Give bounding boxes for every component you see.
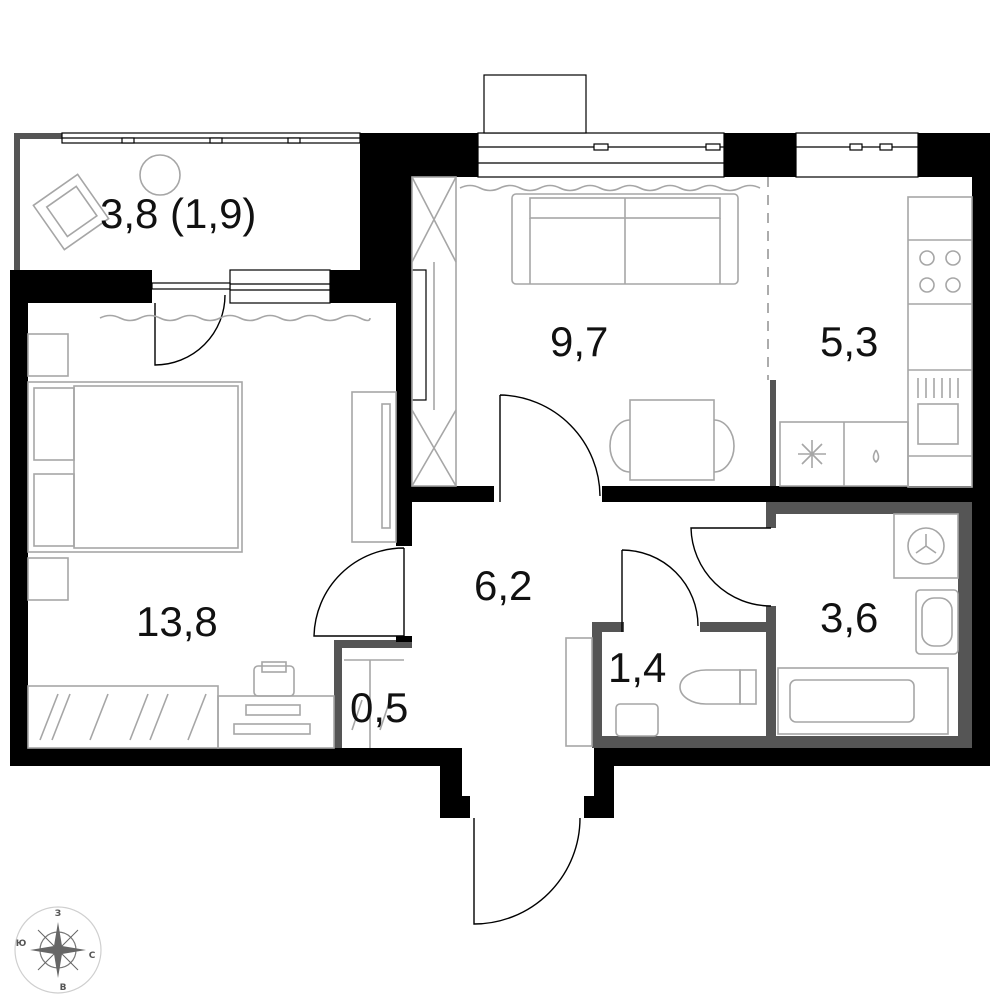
room-label-toilet: 1,4	[608, 644, 666, 691]
interior-walls	[334, 300, 990, 748]
compass-south-letter: В	[60, 983, 67, 993]
room-label-bathroom: 3,6	[820, 594, 878, 641]
toilet-icon	[679, 669, 757, 705]
office-chair-icon	[253, 665, 295, 697]
compass-north-letter: З	[55, 909, 61, 919]
dining-table-icon	[609, 399, 735, 481]
room-label-hall: 6,2	[474, 562, 532, 609]
living-curtain-icon	[459, 184, 761, 192]
desk-icon	[217, 695, 335, 749]
room-labels: 3,8 (1,9) 9,7 5,3 13,8 6,2 3,6 1,4 0,5	[100, 190, 878, 731]
balcony-door	[154, 294, 226, 366]
small-sink-icon	[615, 703, 659, 737]
armchair-icon	[32, 173, 110, 251]
entry-door	[473, 817, 581, 925]
room-label-balcony: 3,8 (1,9)	[100, 190, 256, 237]
living-wardrobe-icon	[411, 176, 457, 487]
closet-shelves	[344, 659, 404, 748]
wardrobe-icon	[27, 685, 219, 749]
kitchen-counter-icon	[779, 196, 973, 488]
bedroom-door	[313, 547, 405, 637]
hall-shelf-icon	[565, 637, 593, 747]
room-label-kitchen: 5,3	[820, 318, 878, 365]
washing-machine-icon	[893, 513, 959, 579]
doors	[154, 294, 772, 925]
round-table-icon	[139, 154, 181, 196]
kitchen-window	[795, 132, 919, 178]
compass-rose-icon: З С В Ю	[14, 906, 102, 994]
room-label-closet: 0,5	[350, 684, 408, 731]
exterior-walls	[10, 133, 990, 818]
tv-stand-icon	[351, 391, 397, 543]
bathtub-icon	[777, 667, 949, 735]
washbasin-icon	[915, 589, 959, 655]
double-bed-icon	[27, 333, 243, 601]
balcony-door-frame	[229, 269, 331, 304]
stove-burner-icon	[919, 250, 935, 266]
living-window	[477, 132, 725, 178]
compass-east-letter: С	[89, 951, 96, 961]
bathroom-door	[690, 527, 772, 607]
sofa-icon	[511, 193, 739, 285]
toilet-door	[621, 549, 699, 632]
furniture	[27, 154, 973, 749]
windows	[61, 74, 919, 401]
dishwasher-icon	[798, 440, 826, 468]
room-label-bedroom: 13,8	[136, 598, 218, 645]
water-drop-icon	[872, 449, 880, 464]
living-door	[499, 394, 601, 502]
sink-icon	[917, 403, 959, 445]
bedroom-curtain-icon	[99, 314, 371, 322]
compass-west-letter: Ю	[16, 939, 27, 949]
room-label-living: 9,7	[550, 318, 608, 365]
ac-unit-icon	[483, 74, 587, 134]
